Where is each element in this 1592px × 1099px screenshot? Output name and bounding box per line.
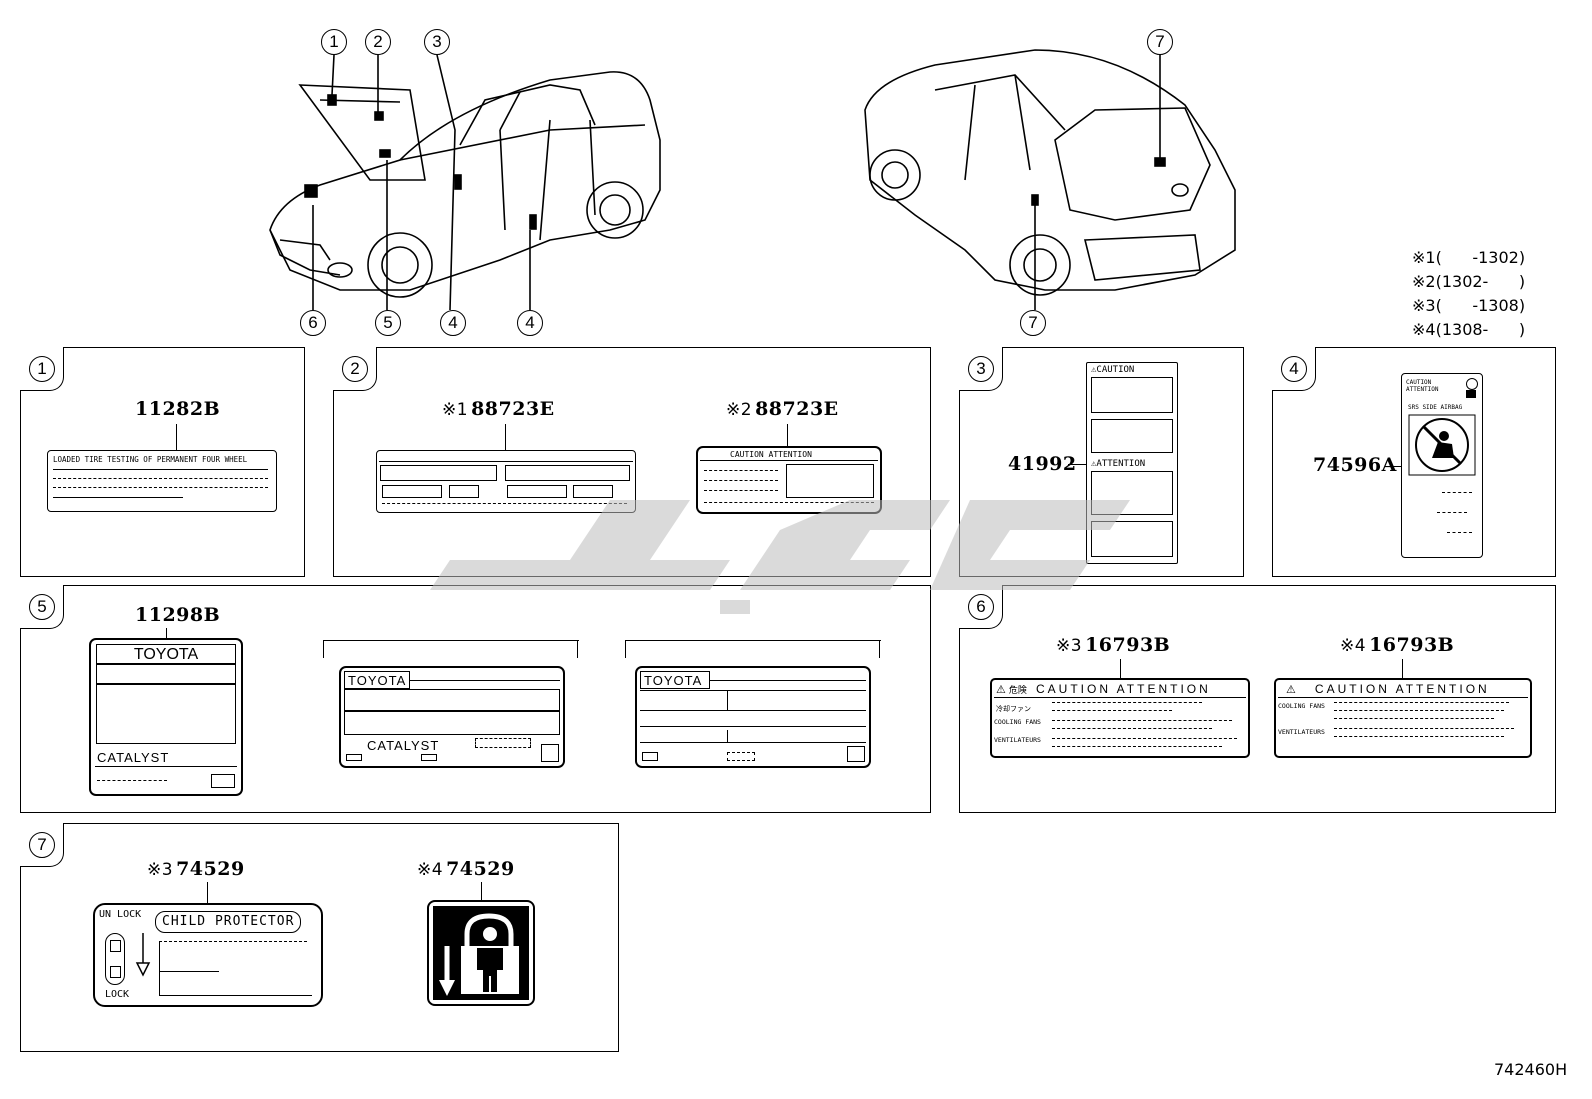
label-16793b-3-heading: ⚠ 危険 CAUTION ATTENTION <box>996 682 1211 696</box>
callout-3: 3 <box>424 29 450 55</box>
label-11298b-a: TOYOTA CATALYST <box>89 638 243 796</box>
no-child-seat-icon <box>1408 414 1476 476</box>
label-88723e-1 <box>376 450 636 513</box>
part-number-11282b: 11282B <box>135 398 221 420</box>
callout-4b: 4 <box>517 310 543 336</box>
arrow-down-icon <box>135 933 151 977</box>
rear-vehicle-illustration <box>864 49 1236 310</box>
diagram-id: 742460H <box>1494 1060 1568 1079</box>
label-16793b-4: ⚠ CAUTION ATTENTION COOLING FANS VENTILA… <box>1274 678 1532 758</box>
callout-2: 2 <box>365 29 391 55</box>
callout-1: 1 <box>321 29 347 55</box>
panel-4-number: 4 <box>1281 356 1307 382</box>
part-number-41992: 41992 <box>1008 453 1077 475</box>
label-88723e-2: CAUTION ATTENTION <box>696 446 882 514</box>
child-protector-title: CHILD PROTECTOR <box>155 911 302 933</box>
label-11298b-b: TOYOTA CATALYST <box>339 666 565 768</box>
label-16793b-3: ⚠ 危険 CAUTION ATTENTION 冷却ファン COOLING FAN… <box>990 678 1250 758</box>
front-vehicle-illustration <box>269 54 661 311</box>
label-74596a: CAUTION ATTENTION SRS SIDE AIRBAG <box>1401 373 1483 558</box>
panel-1-number: 1 <box>29 356 55 382</box>
label-11298b-a-catalyst: CATALYST <box>97 750 170 765</box>
label-16793b-3-row-3: VENTILATEURS <box>994 736 1041 744</box>
label-11298b-c: TOYOTA <box>635 666 871 768</box>
child-lock-pictogram-icon <box>433 906 529 1000</box>
panel-3: 3 41992 ⚠CAUTION ⚠ATTENTION <box>959 347 1244 577</box>
panel-5-number: 5 <box>29 594 55 620</box>
label-11282b-text: LOADED TIRE TESTING OF PERMANENT FOUR WH… <box>53 455 248 464</box>
panel-4: 4 74596A CAUTION ATTENTION SRS SIDE AIRB… <box>1272 347 1556 577</box>
legend-row-4: ※4(1308- ) <box>1412 320 1526 339</box>
callout-7-bottom: 7 <box>1020 310 1046 336</box>
panel-6-number: 6 <box>968 594 994 620</box>
label-41992-attention: ⚠ATTENTION <box>1091 459 1146 469</box>
label-16793b-4-row-2: VENTILATEURS <box>1278 728 1325 736</box>
callout-4a: 4 <box>440 310 466 336</box>
label-74529-3: UN LOCK LOCK CHILD PROTECTOR <box>93 903 323 1007</box>
panel-2-number: 2 <box>342 356 368 382</box>
legend-row-1: ※1( -1302) <box>1412 248 1526 267</box>
label-16793b-3-row-1: 冷却ファン <box>996 705 1031 713</box>
label-74529-4 <box>427 900 535 1006</box>
part-number-11298b: 11298B <box>135 604 221 626</box>
panel-3-number: 3 <box>968 356 994 382</box>
callout-6: 6 <box>300 310 326 336</box>
legend-row-2: ※2(1302- ) <box>1412 272 1526 291</box>
label-11282b: LOADED TIRE TESTING OF PERMANENT FOUR WH… <box>47 450 277 512</box>
label-16793b-4-heading: ⚠ CAUTION ATTENTION <box>1286 682 1490 696</box>
label-16793b-4-row-1: COOLING FANS <box>1278 702 1325 710</box>
label-11298b-b-brand: TOYOTA <box>344 671 410 689</box>
label-74596a-heading: CAUTION ATTENTION <box>1406 379 1439 393</box>
part-number-74596a: 74596A <box>1313 454 1397 476</box>
label-16793b-3-row-2: COOLING FANS <box>994 718 1041 726</box>
lock-text: LOCK <box>105 989 130 1000</box>
label-41992-caution: ⚠CAUTION <box>1091 365 1135 375</box>
callout-5: 5 <box>375 310 401 336</box>
panel-5: 5 11298B TOYOTA CATALYST TOYOTA CATALYST… <box>20 585 931 813</box>
label-11298b-b-catalyst: CATALYST <box>367 738 440 753</box>
label-41992: ⚠CAUTION ⚠ATTENTION <box>1086 362 1178 564</box>
label-11298b-a-brand: TOYOTA <box>96 644 236 664</box>
panel-1: 1 11282B LOADED TIRE TESTING OF PERMANEN… <box>20 347 305 577</box>
unlock-text: UN LOCK <box>99 909 142 920</box>
panel-7-number: 7 <box>29 832 55 858</box>
label-11298b-c-brand: TOYOTA <box>640 671 710 689</box>
lock-switch-icon <box>105 933 125 985</box>
callout-7-top: 7 <box>1147 29 1173 55</box>
label-74596a-sub: SRS SIDE AIRBAG <box>1408 404 1463 411</box>
legend-row-3: ※3( -1308) <box>1412 296 1526 315</box>
label-88723e-2-heading: CAUTION ATTENTION <box>730 450 812 459</box>
